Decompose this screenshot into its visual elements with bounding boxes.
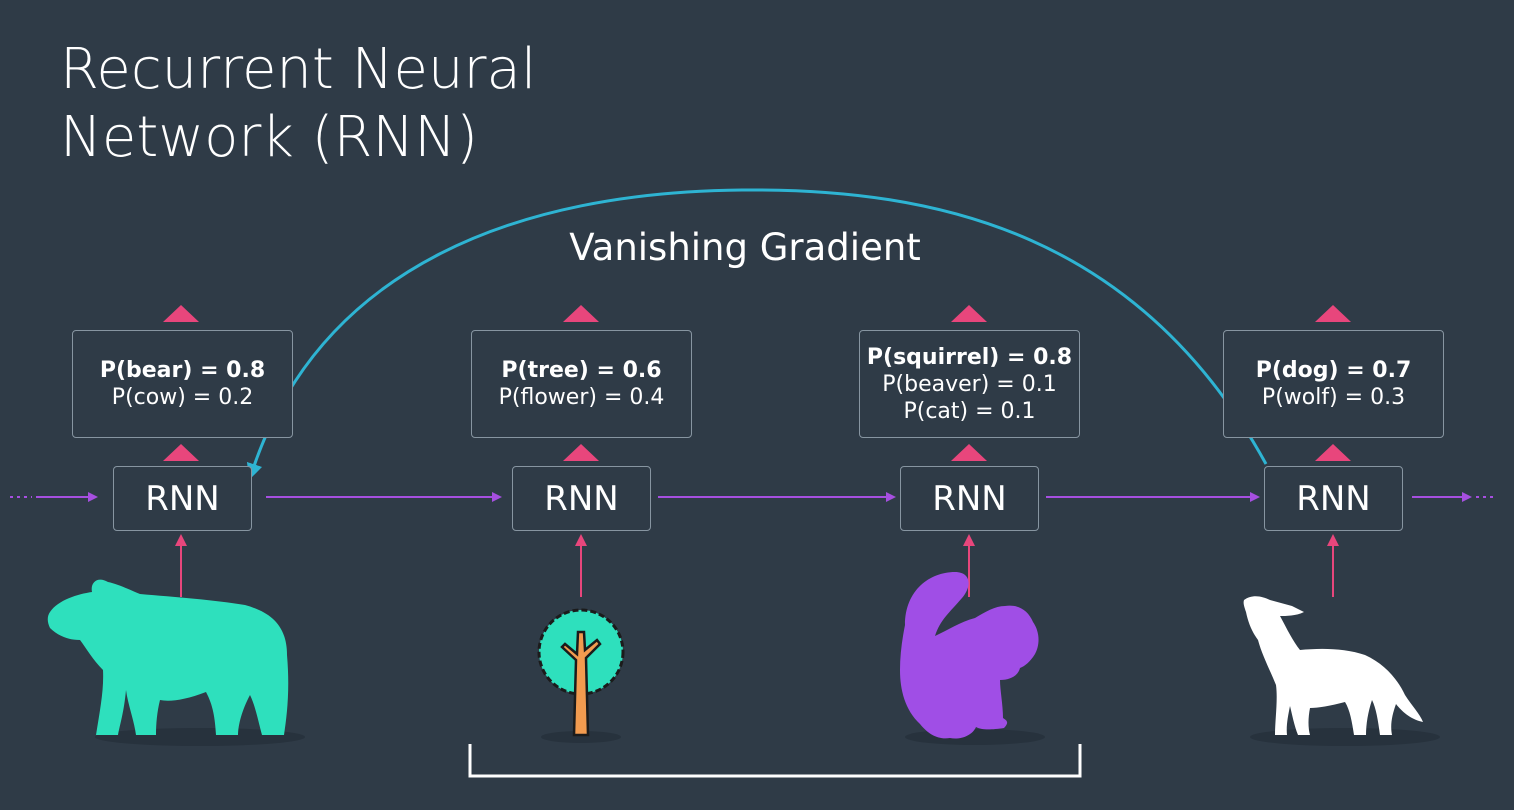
page-title: Recurrent Neural Network (RNN) [60, 36, 536, 172]
probability-box-3: P(squirrel) = 0.8 P(beaver) = 0.1 P(cat)… [859, 330, 1080, 438]
bottom-bracket [468, 744, 1082, 778]
output-triangle-bottom-1 [163, 444, 199, 461]
top-prediction: P(bear) = 0.8 [99, 358, 266, 383]
output-triangle-top-4 [1315, 305, 1351, 322]
top-prediction: P(dog) = 0.7 [1255, 358, 1412, 383]
output-triangle-top-2 [563, 305, 599, 322]
probability-box-1: P(bear) = 0.8 P(cow) = 0.2 [72, 330, 293, 438]
alt-prediction: P(flower) = 0.4 [498, 385, 665, 410]
top-prediction: P(squirrel) = 0.8 [866, 344, 1073, 370]
input-arrows [175, 534, 1339, 597]
output-triangle-top-1 [163, 305, 199, 322]
ground-shadows [95, 728, 1440, 746]
rnn-cell-4: RNN [1264, 466, 1403, 531]
title-line-2: Network (RNN) [60, 105, 479, 170]
output-triangle-bottom-4 [1315, 444, 1351, 461]
output-triangles [163, 305, 1351, 461]
probability-box-4: P(dog) = 0.7 P(wolf) = 0.3 [1223, 330, 1444, 438]
vanishing-gradient-arc [246, 188, 1268, 480]
alt-prediction: P(cat) = 0.1 [903, 398, 1036, 424]
output-triangle-bottom-3 [951, 444, 987, 461]
bear-icon [47, 579, 289, 735]
top-prediction: P(tree) = 0.6 [501, 358, 662, 383]
rnn-cell-2: RNN [512, 466, 651, 531]
alt-prediction: P(wolf) = 0.3 [1261, 385, 1406, 410]
squirrel-icon [900, 572, 1039, 739]
wolf-icon [1243, 596, 1423, 735]
alt-prediction: P(cow) = 0.2 [111, 385, 254, 410]
title-line-1: Recurrent Neural [60, 37, 537, 102]
rnn-cell-1: RNN [113, 466, 252, 531]
tree-icon [537, 608, 625, 737]
vanishing-gradient-label: Vanishing Gradient [569, 226, 921, 269]
output-triangle-bottom-2 [563, 444, 599, 461]
probability-box-2: P(tree) = 0.6 P(flower) = 0.4 [471, 330, 692, 438]
alt-prediction: P(beaver) = 0.1 [882, 371, 1057, 397]
output-triangle-top-3 [951, 305, 987, 322]
rnn-cell-3: RNN [900, 466, 1039, 531]
